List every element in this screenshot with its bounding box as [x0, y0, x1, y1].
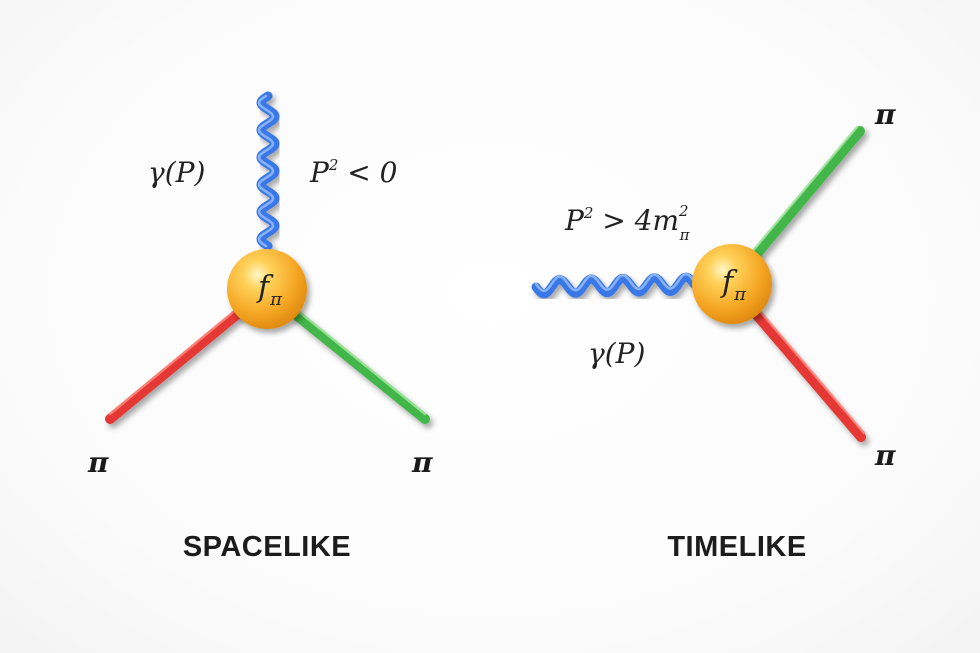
spacelike-caption: SPACELIKE	[183, 531, 351, 563]
timelike-pion-top-label: π	[874, 98, 896, 131]
spacelike-vertex	[227, 249, 307, 329]
timelike-photon-line	[531, 272, 699, 299]
spacelike-pion-right-highlight	[295, 308, 427, 416]
timelike-photon-highlight	[534, 272, 696, 293]
spacelike-pion-right-label: π	[411, 446, 433, 479]
spacelike-pion-left-label: π	[87, 446, 109, 479]
spacelike-pion-right-line	[290, 309, 430, 424]
spacelike-photon-highlight	[257, 94, 275, 248]
timelike-photon-label: γ(P)	[588, 337, 645, 370]
timelike-pion-bottom-highlight	[757, 308, 866, 435]
timelike-caption: TIMELIKE	[667, 531, 806, 563]
timelike-pion-top-line	[750, 126, 865, 261]
timelike-pion-top-highlight	[749, 125, 859, 255]
spacelike-diagram: fπ γ(P) P2 < 0 π π SPACELIKE	[87, 91, 433, 563]
spacelike-pion-left-highlight	[108, 306, 240, 416]
spacelike-condition: P2 < 0	[309, 156, 397, 189]
timelike-pion-bottom-label: π	[874, 439, 896, 472]
spacelike-pion-left-line	[105, 307, 245, 424]
spacelike-photon-label: γ(P)	[148, 156, 205, 189]
timelike-vertex	[692, 244, 772, 324]
timelike-pion-bottom-line	[750, 308, 866, 442]
